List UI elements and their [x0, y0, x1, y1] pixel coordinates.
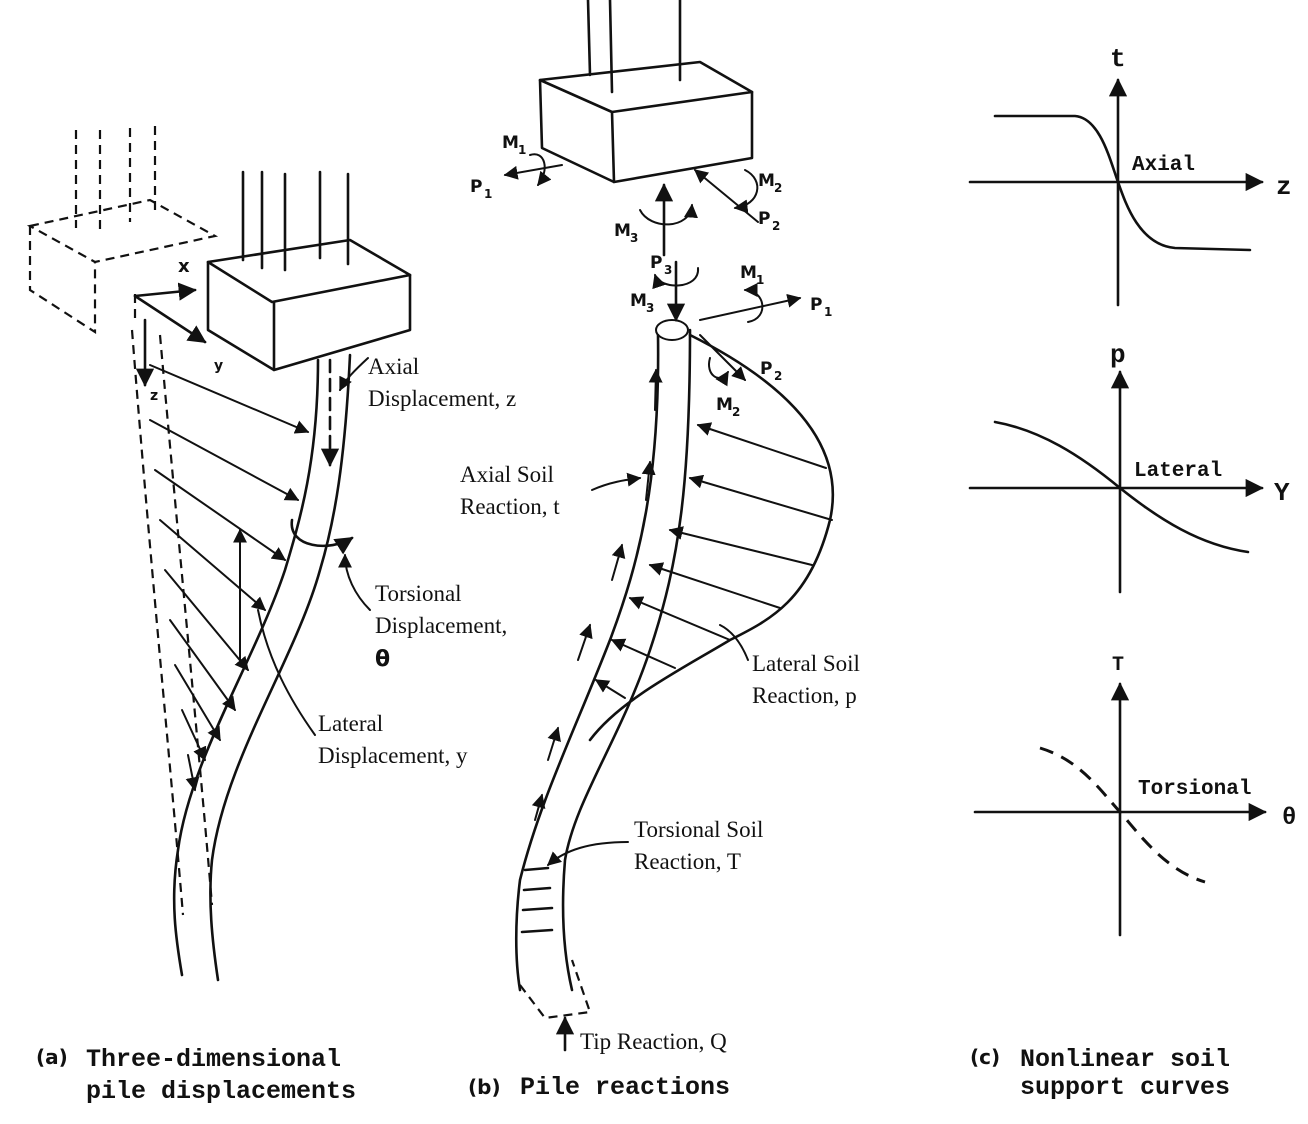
- lateral-displacement-label-2: Displacement, y: [318, 743, 468, 768]
- label-m3: M: [614, 221, 631, 241]
- lateral-displacement-arrows: [149, 364, 310, 792]
- lateral-curve: [993, 420, 1250, 554]
- axial-curve: [993, 114, 1252, 252]
- label-m2b-sub: 2: [732, 405, 740, 419]
- label-m2-sub: 2: [774, 181, 782, 195]
- label-p1b: P: [810, 295, 822, 315]
- torsional-soil-label: Torsional Soil: [634, 817, 763, 842]
- label-p1-sub: 1: [484, 187, 492, 201]
- local-axes: [133, 282, 340, 467]
- lateral-displacement-label: Lateral: [318, 711, 383, 736]
- label-p2: P: [758, 209, 770, 229]
- tip-reaction-label: Tip Reaction, Q: [580, 1029, 727, 1054]
- panel-c: t z Axial p Y Lateral T θ Torsional (c) …: [968, 44, 1296, 1102]
- axial-curve-plot: t z Axial: [968, 44, 1292, 307]
- axial-soil-leader: [591, 472, 642, 491]
- label-m3b: M: [630, 291, 647, 311]
- caption-b-tag: (b): [468, 1075, 501, 1099]
- label-m3-sub: 3: [630, 231, 638, 245]
- torsional-name: Torsional: [1138, 778, 1251, 801]
- caption-c-line1: Nonlinear soil: [1020, 1045, 1230, 1074]
- axis-y-label: y: [214, 358, 223, 374]
- axis-z-label: z: [150, 388, 158, 404]
- torsional-ylabel: T: [1112, 654, 1124, 677]
- label-m3b-sub: 3: [646, 301, 654, 315]
- pile-b: [514, 319, 692, 1020]
- pile-cap-b: [538, 0, 754, 184]
- torsional-displacement-label-2: Displacement,: [375, 613, 507, 638]
- axial-ylabel: t: [1110, 44, 1126, 74]
- axial-xlabel: z: [1276, 172, 1292, 202]
- axial-soil-label: Axial Soil: [460, 462, 554, 487]
- label-m1: M: [502, 133, 519, 153]
- lateral-soil-label-2: Reaction, p: [752, 683, 857, 708]
- label-p1b-sub: 1: [824, 305, 832, 319]
- cap-forces: [503, 153, 802, 387]
- label-p2-sub: 2: [772, 219, 780, 233]
- panel-a: x y z Axial Displacement, z Torsional Di…: [26, 126, 516, 1106]
- label-m1-sub: 1: [518, 143, 526, 157]
- torsional-soil-reaction-ticks: [520, 866, 554, 934]
- lateral-name: Lateral: [1134, 460, 1222, 483]
- lateral-leader: [257, 609, 316, 736]
- axial-soil-label-2: Reaction, t: [460, 494, 560, 519]
- label-m2: M: [758, 171, 775, 191]
- label-p3-sub: 3: [664, 263, 672, 277]
- label-p2b: P: [760, 359, 772, 379]
- torsional-curve: [1039, 746, 1206, 884]
- lateral-soil-reaction-curve: [588, 333, 835, 742]
- displaced-pile: [172, 353, 354, 982]
- caption-c-line2: support curves: [1020, 1073, 1230, 1102]
- torsional-soil-leader: [546, 841, 629, 866]
- torsional-curve-plot: T θ Torsional: [973, 654, 1296, 937]
- axial-soil-reaction-arrows: [531, 368, 663, 821]
- label-m2b: M: [716, 395, 733, 415]
- caption-a-line1: Three-dimensional: [86, 1045, 341, 1074]
- panel-b: M 1 P 1 M 2 P 2 M 3 P 3 M 3 M 1 P 1 P 2 …: [460, 0, 860, 1102]
- torsional-xlabel: θ: [1282, 805, 1296, 832]
- label-p2b-sub: 2: [774, 369, 782, 383]
- original-pile-dashed: [130, 329, 214, 916]
- axial-displacement-label: Axial: [368, 354, 419, 379]
- lateral-ylabel: p: [1110, 340, 1126, 370]
- label-p3: P: [650, 253, 662, 273]
- torsional-soil-label-2: Reaction, T: [634, 849, 741, 874]
- lateral-xlabel: Y: [1274, 478, 1290, 508]
- original-pile-cap-dashed: [26, 126, 219, 335]
- torsional-displacement-label: Torsional: [375, 581, 462, 606]
- caption-a-line2: pile displacements: [86, 1077, 356, 1106]
- label-m1b-sub: 1: [756, 273, 764, 287]
- caption-b: Pile reactions: [520, 1073, 730, 1102]
- lateral-soil-label: Lateral Soil: [752, 651, 860, 676]
- axial-displacement-label-2: Displacement, z: [368, 386, 516, 411]
- displaced-pile-cap: [206, 170, 412, 372]
- cap-force-labels: M 1 P 1 M 2 P 2 M 3 P 3 M 3 M 1 P 1 P 2 …: [470, 133, 832, 419]
- axial-leader: [339, 357, 369, 392]
- label-m1b: M: [740, 263, 757, 283]
- caption-a-tag: (a): [36, 1045, 68, 1069]
- label-p1: P: [470, 177, 482, 197]
- axis-x-label: x: [178, 256, 190, 277]
- axial-name: Axial: [1132, 154, 1195, 177]
- caption-c-tag: (c): [970, 1045, 1000, 1069]
- torsional-leader: [338, 553, 371, 611]
- lateral-curve-plot: p Y Lateral: [968, 340, 1290, 594]
- lateral-soil-leader: [719, 624, 749, 661]
- theta-symbol: θ: [375, 647, 390, 672]
